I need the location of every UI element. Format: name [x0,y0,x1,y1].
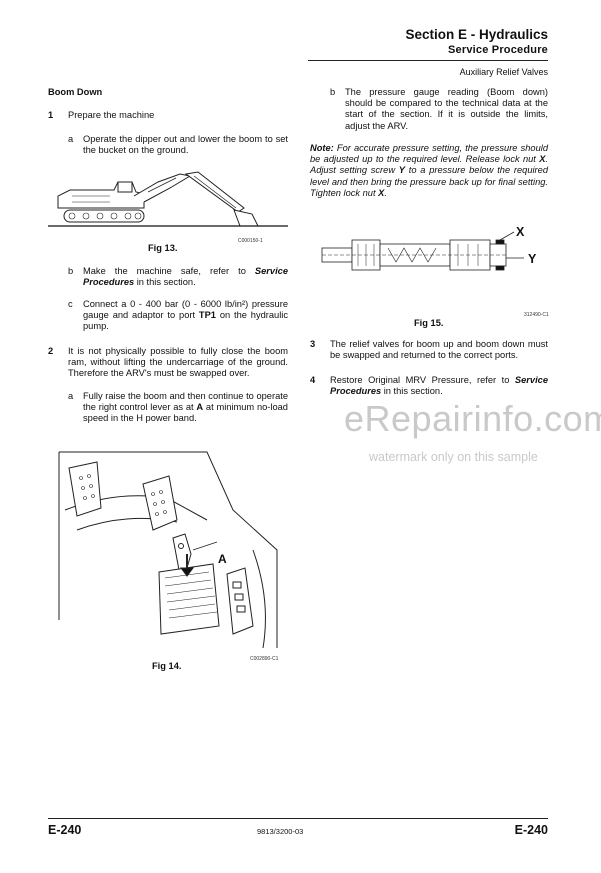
step-2a-text: Fully raise the boom and then continue t… [83,391,288,424]
fig-14-code: C002890-C1 [250,656,279,662]
step-2a-ref: A [196,402,204,413]
step-b-text: The pressure gauge reading (Boom down) s… [345,87,548,131]
section-title: Section E - Hydraulics [405,27,548,42]
section-heading: Boom Down [48,87,103,97]
watermark-note: watermark only on this sample [369,450,538,464]
footer-doc-code: 9813/3200-03 [257,827,304,836]
step-1-text: Prepare the machine [68,110,155,120]
pressure-note: Note: For accurate pressure setting, the… [310,143,548,198]
cab-lever-illustration [58,451,278,649]
fig-14-callout-a: A [218,552,227,566]
step-3-number: 3 [310,339,316,349]
step-4-text: Restore Original MRV Pressure, refer to … [330,375,548,397]
fig-15-callout-y: Y [528,252,537,266]
step-1c-letter: c [68,299,73,309]
step-1c-ref: TP1 [198,310,216,321]
step-4-ref: Service Procedures [330,375,548,397]
step-1a-letter: a [68,134,74,144]
step-2-text: It is not physically possible to fully c… [68,346,288,379]
step-1b-ref: Service Procedures [83,266,288,288]
footer-page-left: E-240 [48,823,82,837]
step-1b-text: Make the machine safe, refer to Service … [83,266,288,288]
note-lead: Note: [310,143,334,153]
fig-15-code: 312490-C1 [524,312,549,318]
fig-13-label: Fig 13. [148,243,178,253]
section-subtitle: Service Procedure [447,44,548,56]
step-1a-text: Operate the dipper out and lower the boo… [83,134,288,156]
step-b-letter: b [330,87,336,97]
fig-14-label: Fig 14. [152,661,182,671]
fig-13-code: C000150-1 [238,238,263,244]
footer-rule [48,818,548,819]
topic-label: Auxiliary Relief Valves [459,67,548,77]
step-4-number: 4 [310,375,316,385]
fig-15-label: Fig 15. [414,318,444,328]
step-1c-text: Connect a 0 - 400 bar (0 - 6000 lb/in²) … [83,299,288,332]
watermark-brand: eRepairinfo.com [344,398,601,439]
step-3-text: The relief valves for boom up and boom d… [330,339,548,361]
footer-page-right: E-240 [514,823,548,837]
header-rule [308,60,548,61]
step-2-number: 2 [48,346,54,356]
step-1b-letter: b [68,266,74,276]
fig-15-callout-x: X [516,225,525,239]
step-2a-letter: a [68,391,74,401]
relief-valve-illustration [321,231,524,271]
step-1-number: 1 [48,110,54,120]
excavator-illustration [48,171,288,227]
